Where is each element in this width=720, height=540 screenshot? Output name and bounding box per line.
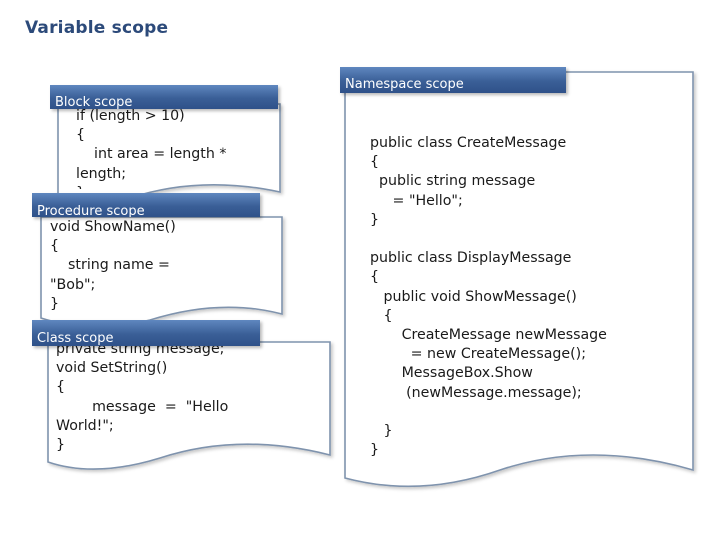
class-scope-code: private string message; void SetString()… xyxy=(56,341,229,454)
block-scope-code: if (length > 10) { int area = length * l… xyxy=(76,108,227,189)
slide-title: Variable scope xyxy=(25,18,169,38)
procedure-scope-code: void ShowName() { string name = "Bob"; } xyxy=(50,219,176,312)
namespace-scope-code: public class CreateMessage { public stri… xyxy=(370,135,607,459)
namespace-scope-card xyxy=(344,71,694,488)
procedure-scope-tab: Procedure scope xyxy=(32,193,260,217)
class-scope-tab: Class scope xyxy=(32,320,260,346)
block-scope-tab: Block scope xyxy=(50,85,278,109)
class-scope-card xyxy=(47,341,331,470)
namespace-scope-tab: Namespace scope xyxy=(340,67,566,93)
